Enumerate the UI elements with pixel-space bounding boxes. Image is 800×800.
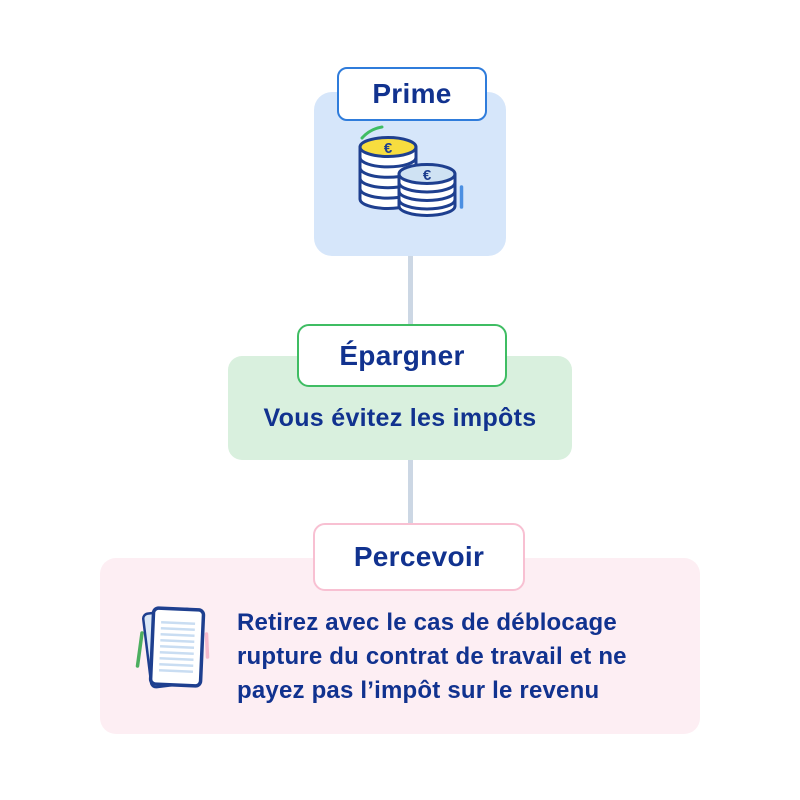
coin-yellow-top: [358, 136, 418, 158]
epargner-step-label: Épargner: [297, 324, 507, 387]
coins-icon: € €: [358, 125, 464, 217]
prime-step-label: Prime: [337, 67, 487, 121]
epargner-label-text: Épargner: [339, 339, 465, 371]
percevoir-description-line: Retirez avec le cas de déblocage: [237, 609, 617, 636]
coin-stack-front-bands: [397, 182, 457, 211]
connector-epargner-percevoir: [408, 458, 413, 525]
percevoir-description-line: rupture du contrat de travail et ne: [237, 643, 627, 670]
coin-blue-top: [397, 163, 457, 185]
document-text-lines: [158, 621, 196, 673]
percevoir-step-label: Percevoir: [313, 523, 525, 591]
coin-stack-back-bands: [358, 157, 418, 200]
percevoir-label-text: Percevoir: [353, 541, 485, 572]
documents-icon: [135, 606, 210, 689]
connector-prime-epargner: [408, 254, 413, 326]
euro-symbol: €: [384, 140, 393, 157]
coin-green-accent: [360, 125, 384, 140]
document-front-page: [148, 606, 206, 688]
epargner-description: Vous évitez les impôts: [263, 404, 537, 432]
document-green-accent: [135, 631, 144, 668]
prime-label-text: Prime: [372, 78, 452, 109]
document-pink-accent: [204, 632, 210, 659]
percevoir-description: Retirez avec le cas de déblocage rupture…: [237, 606, 627, 708]
euro-symbol: €: [423, 167, 432, 184]
percevoir-description-line: payez pas l’impôt sur le revenu: [237, 677, 600, 704]
coin-stack-front-body: [397, 174, 457, 217]
